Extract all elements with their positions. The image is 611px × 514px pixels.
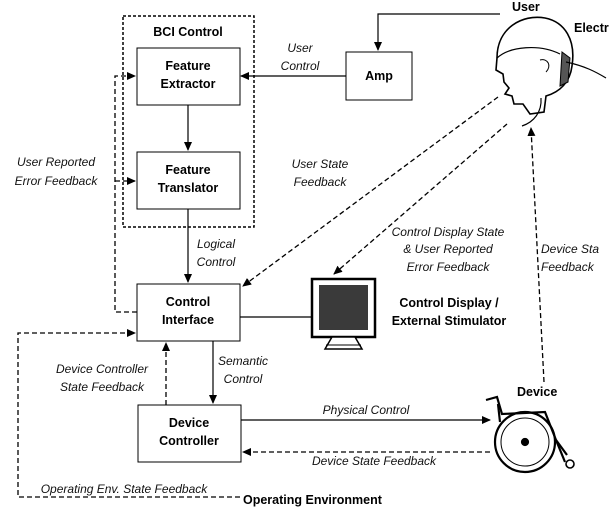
- user-state-feedback-arrow: [242, 96, 499, 287]
- device-state-feedback-label: Device State Feedback: [312, 454, 437, 468]
- device-controller-state-label-1: Device Controller: [56, 362, 149, 376]
- control-interface-label-1: Control: [166, 295, 210, 309]
- device-controller-state-label-2: State Feedback: [60, 380, 145, 394]
- control-display-state-label-2: & User Reported: [403, 242, 493, 256]
- device-label: Device: [517, 385, 557, 399]
- feature-translator-box: [136, 151, 241, 210]
- user-state-feedback-label-2: Feedback: [294, 175, 348, 189]
- user-to-amp-arrow: [374, 13, 500, 51]
- amp-box: [345, 51, 413, 101]
- control-interface-label-2: Interface: [162, 313, 214, 327]
- device-state-right-label-1: Device Sta: [541, 242, 599, 256]
- control-display-state-label-3: Error Feedback: [407, 260, 491, 274]
- logical-control-label-2: Control: [197, 255, 236, 269]
- control-display-state-arrow: [333, 123, 508, 275]
- semantic-control-label-1: Semantic: [218, 354, 268, 368]
- operating-environment-label: Operating Environment: [243, 493, 383, 507]
- user-reported-error-label-1: User Reported: [17, 155, 95, 169]
- user-control-label-2: Control: [281, 59, 320, 73]
- feature-extractor-label-1: Feature: [165, 59, 210, 73]
- control-interface-box: [136, 283, 241, 342]
- feature-extractor-label-2: Extractor: [161, 77, 216, 91]
- control-display-label-2: External Stimulator: [392, 314, 507, 328]
- amp-label: Amp: [365, 69, 393, 83]
- user-state-feedback-label-1: User State: [292, 157, 349, 171]
- control-display-state-label-1: Control Display State: [392, 225, 505, 239]
- user-label: User: [512, 0, 540, 14]
- device-controller-label-1: Device: [169, 416, 209, 430]
- operating-env-feedback-arrow: [17, 329, 240, 498]
- user-head-icon: [495, 16, 607, 127]
- interface-to-extractor-feedback-arrow: [114, 72, 137, 313]
- device-controller-label-2: Controller: [159, 434, 219, 448]
- feature-translator-label-2: Translator: [158, 181, 219, 195]
- physical-control-label: Physical Control: [323, 403, 410, 417]
- user-control-label-1: User: [287, 41, 313, 55]
- electrodes-label: Electr: [574, 21, 609, 35]
- monitor-icon: [310, 277, 377, 350]
- wheelchair-icon: [485, 395, 575, 474]
- operating-env-state-label: Operating Env. State Feedback: [41, 482, 209, 496]
- logical-control-label-1: Logical: [197, 237, 235, 251]
- feature-translator-label-1: Feature: [165, 163, 210, 177]
- semantic-control-label-2: Control: [224, 372, 263, 386]
- device-state-right-label-2: Feedback: [541, 260, 595, 274]
- device-controller-box: [137, 404, 242, 463]
- user-reported-error-label-2: Error Feedback: [15, 174, 99, 188]
- device-state-to-user-arrow: [527, 127, 545, 383]
- control-display-label-1: Control Display /: [399, 296, 499, 310]
- bci-control-label: BCI Control: [153, 25, 222, 39]
